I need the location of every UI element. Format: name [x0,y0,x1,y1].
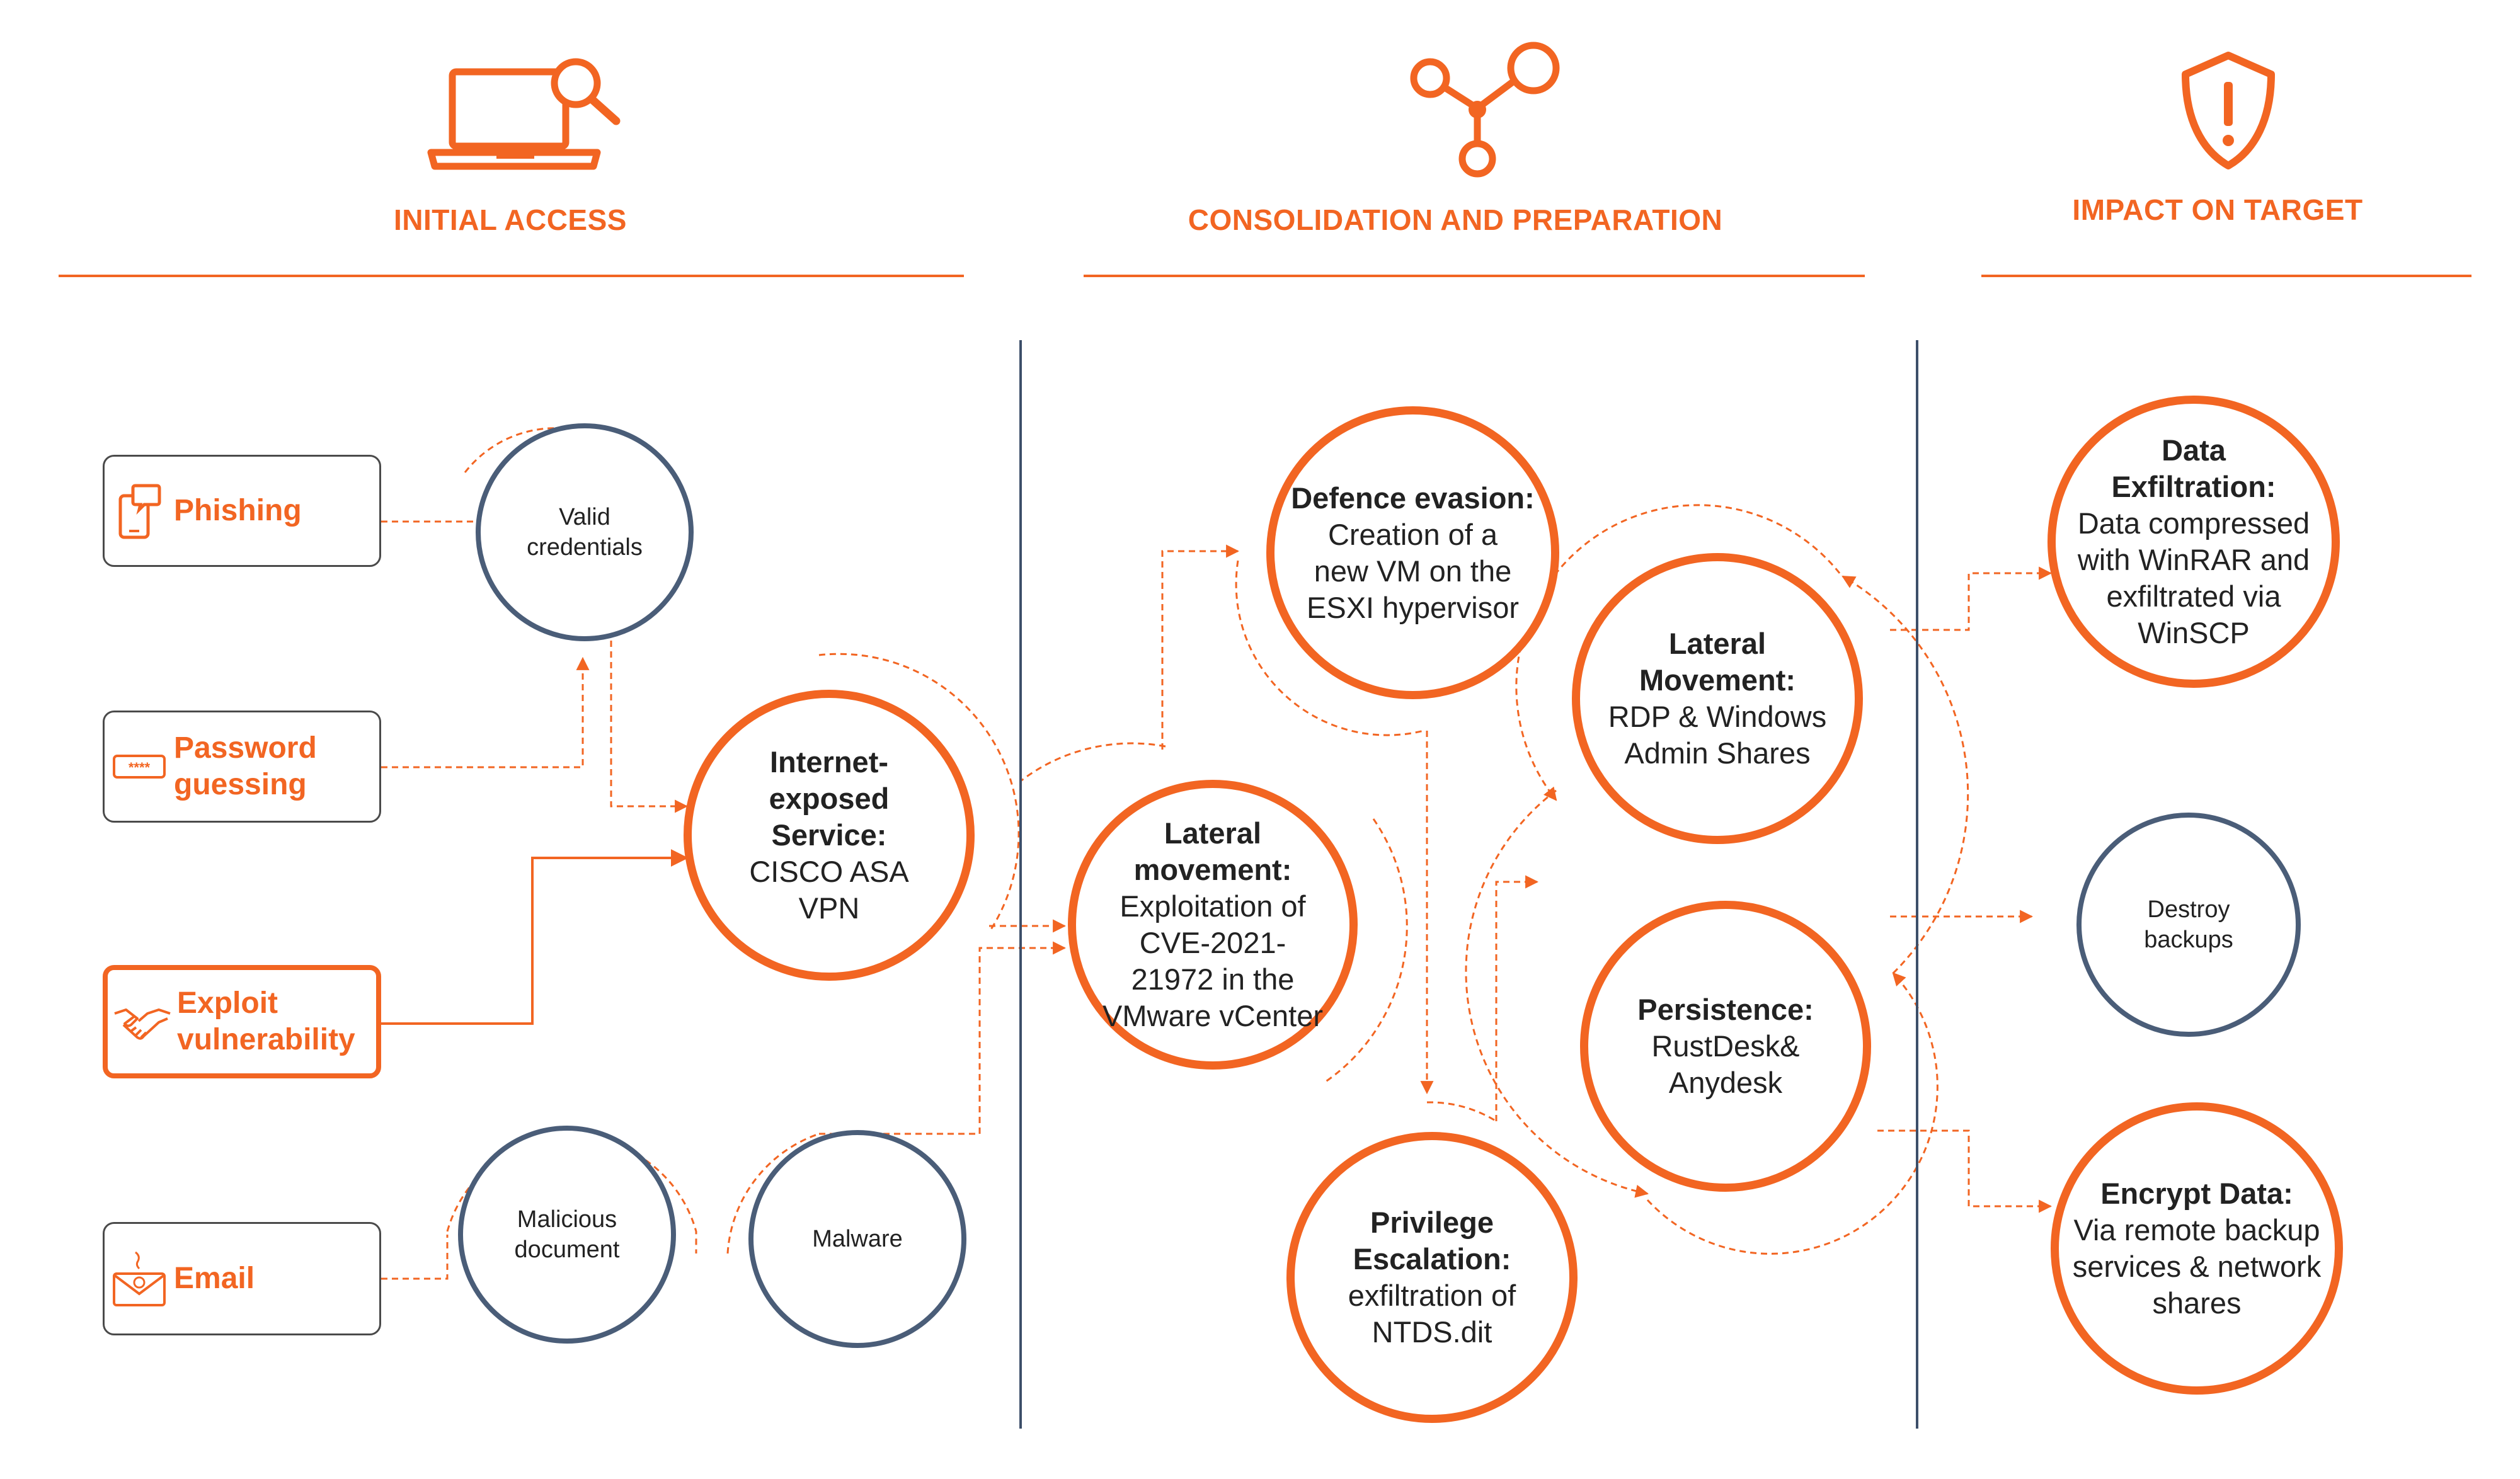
node-malware-text: Malware [812,1226,903,1252]
node-defence-evasion-body: Creation of a new VM on the ESXI hypervi… [1307,517,1519,624]
edge-valid-credentials-service [610,630,689,813]
node-lateral-vcenter-title: Lateral movement: [1133,816,1292,886]
network-nodes-icon [1410,42,1560,178]
arc-privilege [1426,1101,1497,1122]
node-encrypt-data-title: Encrypt Data: [2100,1177,2293,1210]
node-persistence: Persistence: RustDesk& Anydesk [1580,901,1871,1192]
header-consolidation: CONSOLIDATION AND PREPARATION [1188,203,1723,236]
arc-malware [726,1133,820,1254]
column-divider-right [1916,340,1918,1429]
node-valid-credentials-text: Valid credentials [527,504,643,561]
node-privilege-escalation: Privilege Escalation: exfiltration of NT… [1286,1132,1578,1423]
edge-malware-vcenter [819,941,1067,1135]
access-email-box: Email [103,1222,381,1335]
access-password-box: **** Password guessing [103,711,381,823]
edge-exploit-service [381,849,689,1025]
laptop-search-icon [427,58,621,170]
node-data-exfiltration: Data Exfiltration: Data compressed with … [2048,396,2340,688]
arc-defence [1235,560,1424,736]
header-rule-consolidation [1084,275,1865,277]
node-defence-evasion-title: Defence evasion: [1291,481,1535,515]
node-malware: Malware [748,1130,966,1348]
header-initial-access: INITIAL ACCESS [394,203,627,236]
node-lateral-vcenter: Lateral movement: Exploitation of CVE-20… [1068,780,1358,1070]
header-rule-impact [1981,275,2471,277]
node-encrypt-data-body: Via remote backup services & network sha… [2072,1213,2322,1320]
node-lateral-rdp: Lateral Movement: RDP & Windows Admin Sh… [1572,553,1863,844]
phone-chat-icon [105,457,174,565]
arc-lateral-rdp-right [1841,575,1969,974]
node-data-exfiltration-title: Data Exfiltration: [2111,433,2276,503]
access-phishing-label: Phishing [174,494,302,527]
shield-alert-icon [2182,52,2275,169]
node-internet-service: Internet-exposed Service: CISCO ASA VPN [684,690,975,981]
access-phishing-box: Phishing [103,455,381,567]
node-lateral-vcenter-body: Exploitation of CVE-2021-21972 in the VM… [1102,889,1323,1032]
edge-lateral-exfiltration [1890,566,2053,631]
node-destroy-backups-text: Destroy backups [2144,896,2233,953]
arc-service [818,653,1020,933]
edge-vcenter-defence [1161,544,1240,750]
arc-vcenter [1020,742,1166,782]
password-field-icon: **** [105,712,174,821]
node-data-exfiltration-body: Data compressed with WinRAR and exfiltra… [2077,506,2310,649]
access-exploit-label: Exploit vulnerability [177,986,355,1056]
svg-text:****: **** [129,760,151,775]
arc-lateral-rdp-left [1515,504,1841,801]
access-password-label: Password guessing [174,731,317,801]
node-persistence-body: RustDesk& Anydesk [1651,1029,1800,1099]
node-persistence-title: Persistence: [1637,993,1814,1026]
node-encrypt-data: Encrypt Data: Via remote backup services… [2051,1102,2343,1395]
node-privilege-escalation-body: exfiltration of NTDS.dit [1348,1279,1516,1349]
node-privilege-escalation-title: Privilege Escalation: [1353,1206,1511,1276]
edge-persistence-encrypt [1877,1129,2053,1213]
envelope-icon [105,1224,174,1333]
node-internet-service-title: Internet-exposed Service: [769,745,890,852]
column-divider-left [1019,340,1022,1429]
handshake-icon [108,970,177,1073]
node-defence-evasion: Defence evasion: Creation of a new VM on… [1266,406,1559,699]
node-malicious-document-text: Malicious document [514,1206,620,1263]
node-lateral-rdp-title: Lateral Movement: [1639,627,1796,697]
access-email-label: Email [174,1262,255,1295]
node-internet-service-body: CISCO ASA VPN [749,855,909,925]
arc-vcenter-lower [1322,818,1408,1085]
node-destroy-backups: Destroy backups [2076,813,2301,1037]
arc-persistence-right [1646,972,1939,1255]
node-valid-credentials: Valid credentials [476,423,694,641]
arc-persistence-left [1465,789,1649,1198]
edge-privilege-lateral [1495,875,1539,1121]
node-lateral-rdp-body: RDP & Windows Admin Shares [1608,700,1827,770]
edge-email-malicious-document [381,1235,449,1280]
access-exploit-box: Exploit vulnerability [103,965,381,1078]
node-malicious-document: Malicious document [458,1126,676,1344]
edge-password-valid-credentials [381,656,590,768]
header-impact: IMPACT ON TARGET [2072,193,2363,226]
header-rule-initial-access [59,275,964,277]
